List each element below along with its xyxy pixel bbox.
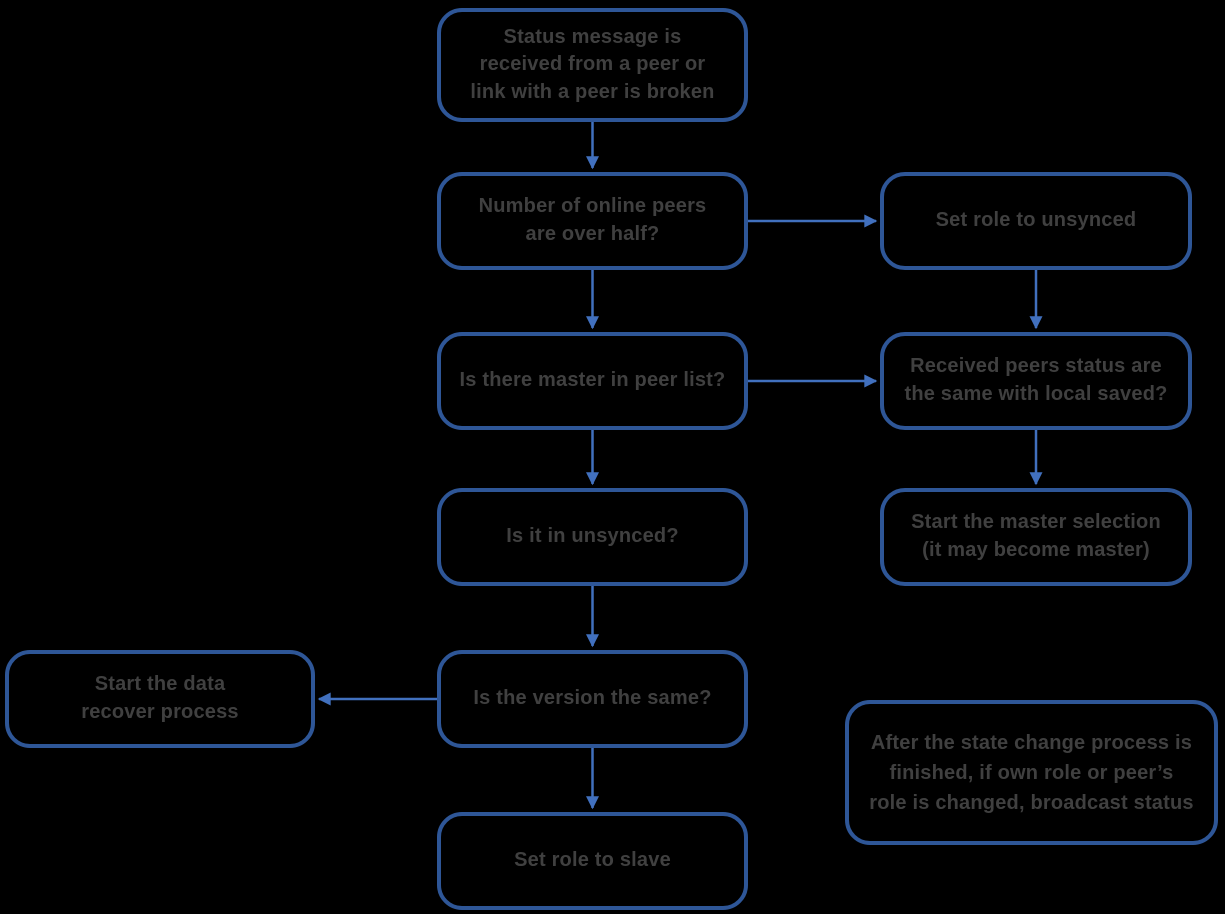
node-set-role-slave-label: Set role to slave [514,849,671,872]
node-received-status-same: Received peers status are the same with … [880,332,1192,430]
node-is-it-in-unsynced: Is it in unsynced? [437,488,748,586]
node-online-peers-over-half: Number of online peers are over half? [437,172,748,270]
node-start-data-recover-label: Start the data recover process [81,673,239,723]
node-set-role-unsynced-label: Set role to unsynced [935,209,1137,232]
node-set-role-slave: Set role to slave [437,812,748,910]
node-master-in-peer-list: Is there master in peer list? [437,332,748,430]
node-received-status-same-label: Received peers status are the same with … [904,355,1168,405]
node-status-message-label: Status message is received from a peer o… [470,25,715,103]
note-broadcast-status: After the state change process is finish… [845,700,1218,845]
node-online-peers-over-half-label: Number of online peers are over half? [478,195,707,245]
node-is-version-same: Is the version the same? [437,650,748,748]
note-broadcast-status-label: After the state change process is finish… [869,731,1194,814]
node-start-data-recover: Start the data recover process [5,650,315,748]
node-is-version-same-label: Is the version the same? [473,687,712,710]
node-status-message: Status message is received from a peer o… [437,8,748,122]
node-is-it-in-unsynced-label: Is it in unsynced? [506,525,679,548]
node-set-role-unsynced: Set role to unsynced [880,172,1192,270]
node-start-master-selection-label: Start the master selection (it may becom… [911,511,1161,561]
node-start-master-selection: Start the master selection (it may becom… [880,488,1192,586]
node-master-in-peer-list-label: Is there master in peer list? [459,369,726,392]
